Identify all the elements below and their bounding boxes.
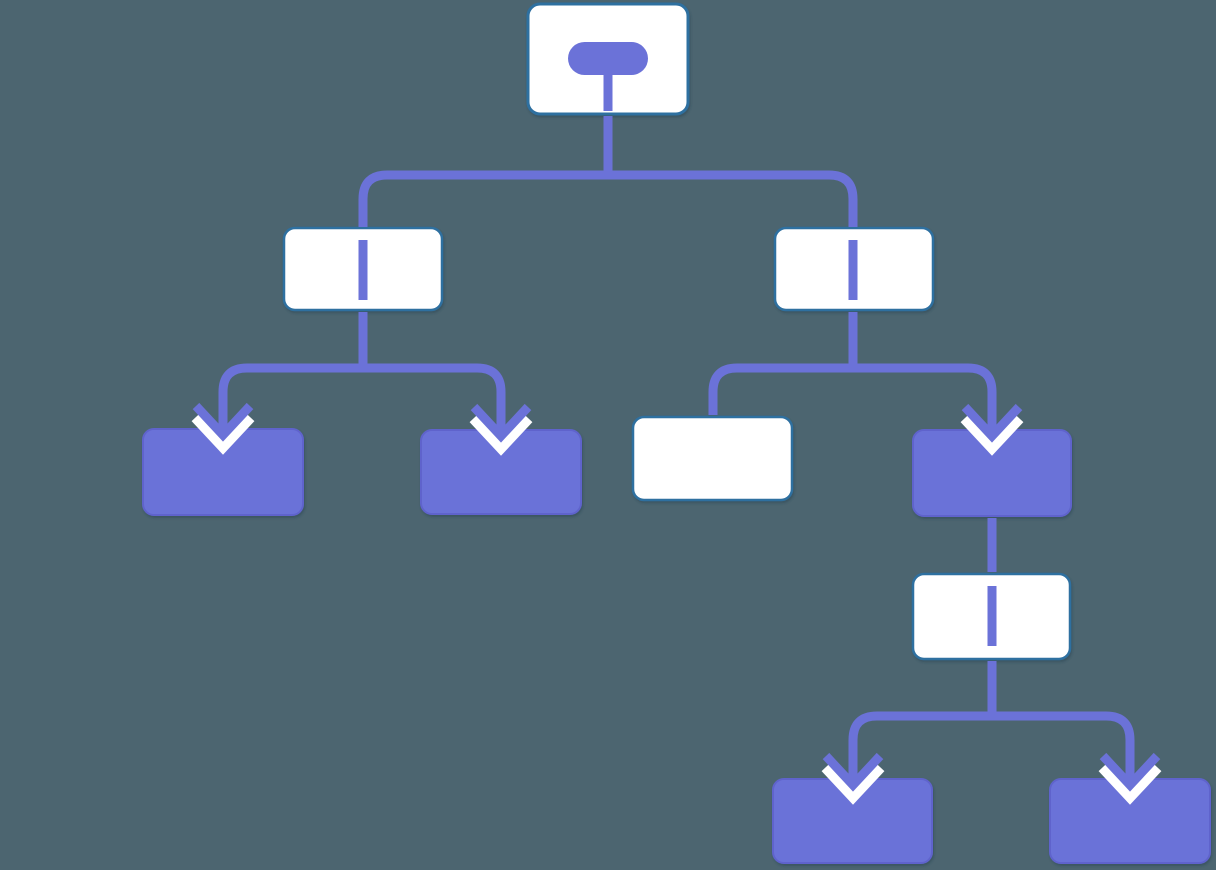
drop-indicator-child-drop-white-chevron-icon [960,413,1024,456]
drop-indicator-leaf-2-white-chevron-icon [469,413,533,456]
edge-bottom-junction [848,711,1135,781]
drop-indicator-leaf-4-purple-chevron-icon [1099,752,1161,792]
drop-indicator-leaf-2-purple-chevron-icon [470,403,532,443]
drop-indicator-leaf-3-white-chevron-icon [821,762,885,805]
edge-top-junction [358,170,858,227]
collapsed-node-pill-icon [568,42,648,75]
connectors-layer [218,116,1135,781]
drop-indicator-leaf-4-white-chevron-icon [1098,762,1162,805]
tree-node-child-plain[interactable] [631,415,794,502]
edge-right-junction [708,363,997,432]
drop-indicator-leaf-1-purple-chevron-icon [192,402,254,442]
nodes-layer [142,2,1211,864]
drop-indicator-leaf-3-purple-chevron-icon [822,752,884,792]
edge-left-junction [218,363,506,432]
drop-indicator-leaf-1-white-chevron-icon [191,412,255,455]
drop-indicator-child-drop-purple-chevron-icon [961,403,1023,443]
indicators-layer [191,402,1162,805]
